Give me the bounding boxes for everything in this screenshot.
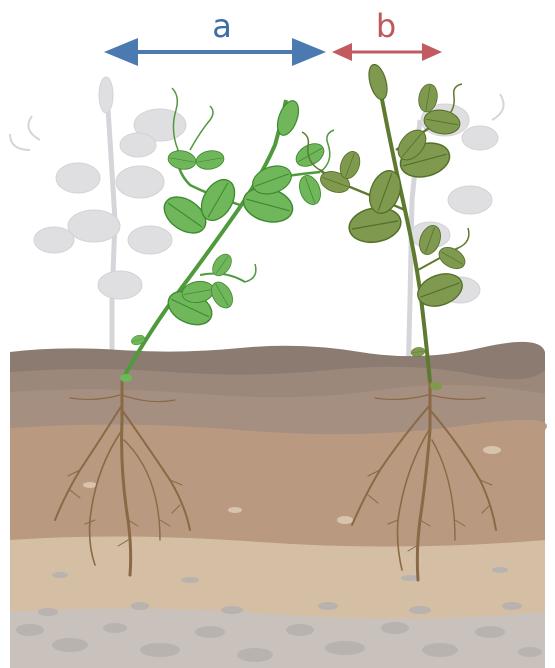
label-a: a	[212, 7, 232, 45]
soil-layers-icon	[10, 342, 547, 668]
label-b: b	[376, 7, 396, 45]
double-arrow-icon	[332, 43, 442, 61]
